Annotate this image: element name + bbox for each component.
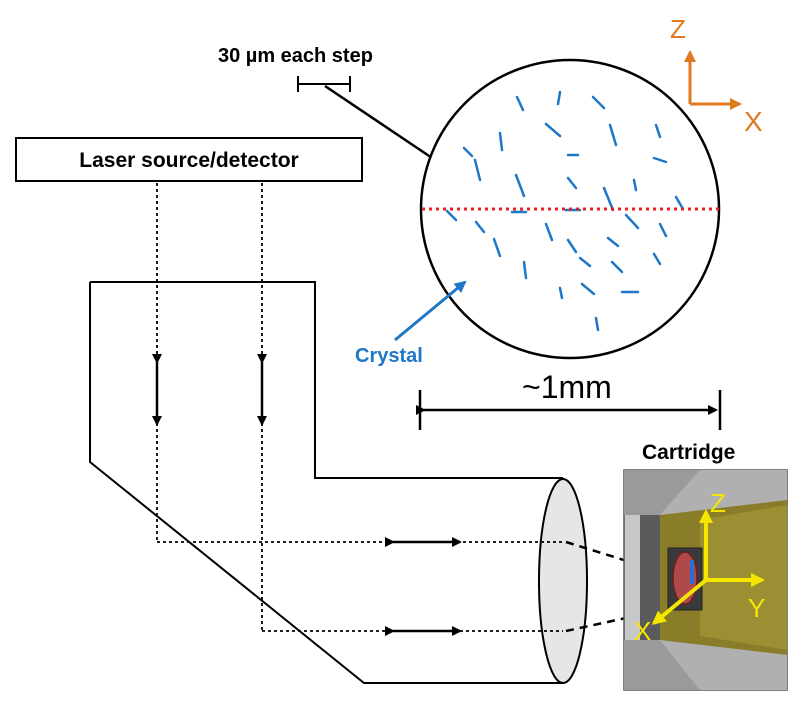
crystal-label: Crystal [355,345,423,367]
crystal-needle [498,131,504,152]
crystal-needle [522,260,528,280]
crystal-needle [610,260,624,274]
crystal-needle [594,316,600,332]
crystal-needle [580,282,596,296]
tube-end-lens [538,478,588,684]
crystal-needle [578,256,592,268]
crystal-needle [514,173,526,198]
crystal-needle [473,158,482,182]
step-label: 30 µm each step [218,45,373,67]
crystal-needle [591,95,606,110]
sample-axis-x-label: X [744,106,763,137]
crystal-needle [566,176,578,190]
sample-axes: Z X [670,14,763,137]
crystal-needle [606,236,620,248]
crystal-needle [658,222,668,238]
crystal-needle [445,209,458,222]
crystal-needle [462,146,474,158]
cartridge-axis-y-label: Y [748,593,765,623]
cartridge-axis-z-label: Z [710,488,726,518]
crystal-needles [445,90,685,332]
crystal-needle [632,178,638,192]
sample-circle-group [419,58,721,360]
laser-label: Laser source/detector [79,149,298,172]
crystal-needle [674,195,685,211]
crystal-callout: Crystal [355,280,467,367]
dimension-label: ~1mm [522,369,612,405]
crystal-needle [602,186,615,212]
light-tube [89,281,588,684]
crystal-needle [556,90,562,106]
crystal-needle [544,222,554,242]
laser-source-detector: Laser source/detector [15,137,363,182]
beam-arrows [152,354,462,636]
cartridge-axis-x-label: X [634,616,651,646]
cartridge-inset: Cartridge Z Y X [623,441,788,691]
crystal-needle [492,237,502,258]
crystal-needle [515,95,525,112]
cartridge-label: Cartridge [642,441,735,464]
crystal-needle [652,156,668,164]
crystal-needle [544,122,562,138]
crystal-needle [624,213,640,230]
crystal-needle [558,286,564,300]
crystal-needle [566,238,578,254]
sample-axis-z-label: Z [670,14,686,44]
dimension-1mm: ~1mm [416,369,722,430]
crystal-needle [608,123,618,147]
crystal-needle [654,123,662,139]
crystal-needle [652,252,662,266]
crystal-needle [474,220,486,234]
